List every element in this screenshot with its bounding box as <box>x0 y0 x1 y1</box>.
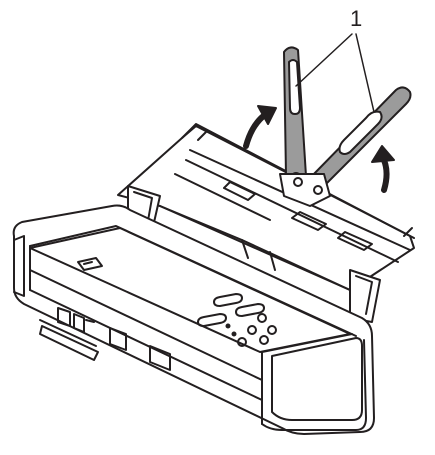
callout-leader-lines <box>295 33 375 113</box>
scanner-body <box>12 204 375 435</box>
arm-hinge <box>279 173 331 207</box>
callout-number: 1 <box>350 6 363 31</box>
lift-arrow-right <box>371 145 395 193</box>
lift-arrow-left <box>243 105 277 149</box>
support-arm-left <box>283 46 307 187</box>
